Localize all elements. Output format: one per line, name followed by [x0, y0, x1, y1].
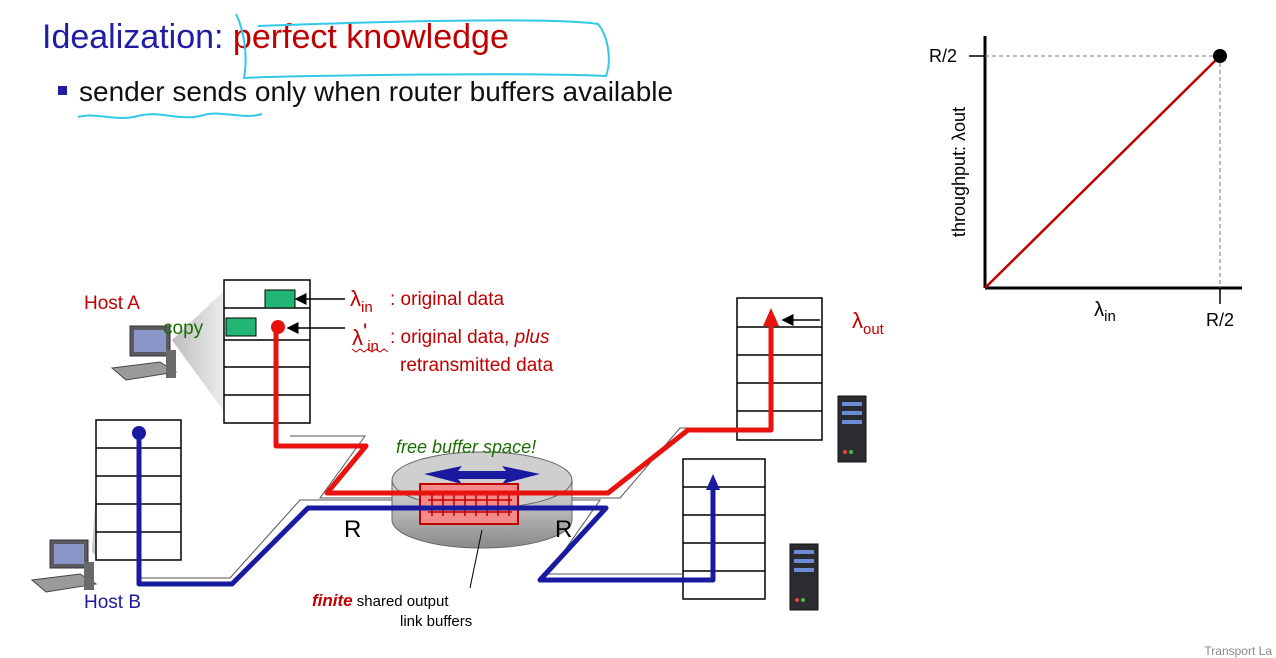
bullet-text: sender sends only when router buffers av…	[79, 76, 674, 107]
copy-label: copy	[163, 318, 204, 339]
link-rate-right: R	[555, 516, 572, 543]
server-bottom-icon	[789, 543, 819, 611]
host-b-flow-path	[136, 434, 716, 587]
host-a-flow-arrowhead	[763, 308, 779, 326]
cyan-annotation	[77, 13, 610, 119]
lambda-in-prime-symbol: λ'in	[352, 319, 379, 355]
throughput-chart: R/2 R/2 λin throughput: λout	[929, 36, 1242, 330]
lambda-prime-sub: in	[367, 338, 379, 355]
chart-x-axis-label: λin	[1094, 299, 1116, 325]
bullet-square-icon	[58, 86, 67, 96]
original-packet	[264, 289, 296, 309]
server-top-icon	[837, 395, 867, 463]
link-buffers-label: link buffers	[400, 613, 472, 630]
receiver-top-buffer	[736, 297, 823, 441]
lambda-out-label: λout	[852, 308, 885, 338]
finite-buffers-label: finite shared output	[312, 591, 449, 610]
lambda-in-sub: in	[361, 299, 373, 316]
lambda-glyph: λ	[350, 286, 361, 311]
slide-title-main: Idealization:	[42, 18, 224, 56]
host-a-label: Host A	[84, 293, 140, 314]
receiver-bottom-buffer	[682, 458, 766, 600]
original-data-label: : original data	[390, 289, 505, 310]
chart-x-axis-lambda: λ	[1094, 299, 1104, 321]
host-a-source-dot	[271, 320, 285, 334]
host-a-flow-path	[273, 318, 774, 496]
router-output-buffer	[419, 483, 519, 525]
free-buffer-label: free buffer space!	[396, 437, 536, 457]
link-rate-left: R	[344, 516, 361, 543]
original-plus-text: : original data,	[390, 327, 515, 348]
lambda-prime-glyph: λ	[352, 325, 363, 350]
chart-series-line	[984, 55, 1221, 289]
lambda-out-sub: out	[863, 321, 885, 338]
host-b-flow-arrowhead	[706, 474, 720, 490]
shared-output-text: shared output	[353, 593, 450, 610]
lambda-in-symbol: λin	[350, 286, 373, 316]
host-a-shadow	[172, 285, 230, 420]
original-plus-label: : original data, plus	[390, 327, 550, 348]
host-b-computer-icon	[30, 539, 98, 593]
finite-word: finite	[312, 591, 353, 610]
prime-squiggle	[351, 348, 389, 353]
chart-series-end-point	[1213, 49, 1227, 63]
finite-buffer-pointer	[469, 529, 483, 589]
footer-text: Transport La	[1204, 644, 1272, 658]
bullet-point: sender sends only when router buffers av…	[58, 76, 673, 108]
prime-glyph: '	[363, 319, 367, 344]
host-b-label: Host B	[84, 592, 141, 613]
host-a-computer-icon	[110, 325, 178, 381]
host-b-source-dot	[132, 426, 146, 440]
chart-y-axis-label: throughput: λout	[949, 107, 969, 237]
copy-packet	[225, 317, 257, 337]
plus-word: plus	[514, 327, 550, 348]
chart-x-axis-sub: in	[1104, 308, 1116, 325]
retransmitted-label: retransmitted data	[400, 355, 554, 376]
chart-y-tick-label: R/2	[929, 46, 957, 66]
chart-x-tick-label: R/2	[1206, 310, 1234, 330]
lambda-out-glyph: λ	[852, 308, 863, 333]
